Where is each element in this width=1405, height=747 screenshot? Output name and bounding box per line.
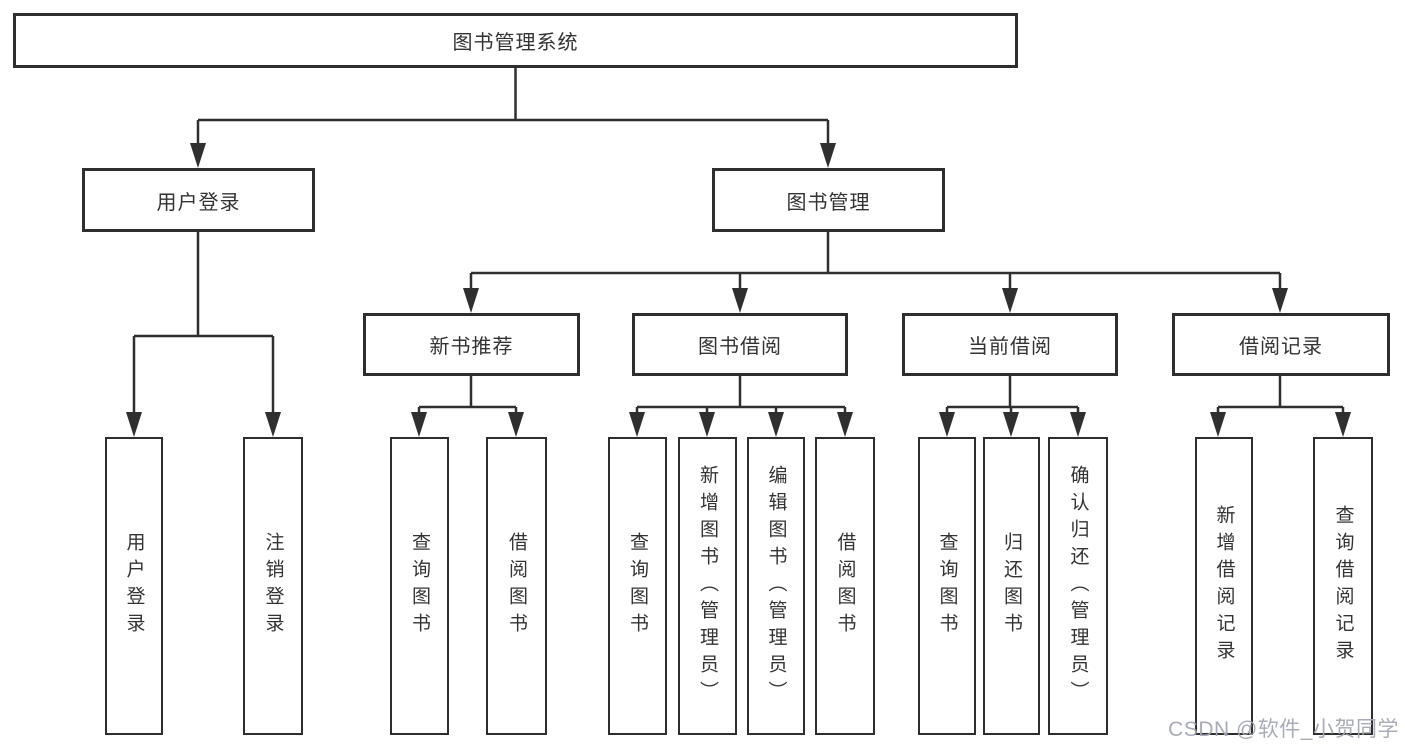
leaf-logout: 注销登录 [243, 437, 303, 735]
node-label: 编辑图书（管理员） [765, 464, 787, 708]
new-book-children-connector [417, 376, 518, 426]
leaf-query-books-current: 查询图书 [918, 437, 976, 735]
leaf-query-books-borrow: 查询图书 [608, 437, 667, 735]
node-label: 新增借阅记录 [1213, 505, 1235, 667]
borrow-records-children-connector [1216, 376, 1345, 426]
node-book-management: 图书管理 [712, 168, 945, 232]
node-label: 图书管理 [786, 191, 871, 214]
leaf-query-borrow-record: 查询借阅记录 [1313, 437, 1373, 735]
node-library-management-system: 图书管理系统 [13, 13, 1018, 68]
current-borrow-children-connector [945, 376, 1080, 426]
leaf-query-books-recommend: 查询图书 [390, 437, 449, 735]
leaf-edit-books-admin: 编辑图书（管理员） [747, 437, 805, 735]
node-label: 查询图书 [936, 532, 958, 640]
leaf-add-books-admin: 新增图书（管理员） [678, 437, 737, 735]
node-label: 注销登录 [262, 532, 284, 640]
leaf-borrow-books: 借阅图书 [815, 437, 875, 735]
node-label: 图书借阅 [698, 336, 782, 358]
node-book-borrowing: 图书借阅 [632, 313, 848, 376]
node-label: 用户登录 [123, 532, 145, 640]
leaf-confirm-return-admin: 确认归还（管理员） [1048, 437, 1108, 735]
node-label: 归还图书 [1001, 532, 1022, 640]
node-label: 查询图书 [627, 532, 648, 640]
node-label: 确认归还（管理员） [1067, 464, 1089, 708]
leaf-borrow-books-recommend: 借阅图书 [486, 437, 547, 735]
node-label: 用户登录 [156, 191, 241, 214]
node-label: 借阅记录 [1239, 336, 1323, 358]
node-label: 图书管理系统 [452, 32, 579, 54]
csdn-watermark: CSDN @软件_小贺同学 [1168, 718, 1399, 741]
node-current-borrowing: 当前借阅 [902, 313, 1118, 376]
user-login-children-connector [132, 232, 275, 424]
leaf-user-login: 用户登录 [105, 437, 163, 735]
node-new-book-recommend: 新书推荐 [363, 313, 580, 376]
node-label: 新增图书（管理员） [697, 464, 718, 708]
node-label: 借阅图书 [506, 532, 527, 640]
node-borrowing-records: 借阅记录 [1172, 313, 1390, 376]
book-management-children-connector [469, 232, 1282, 300]
leaf-add-borrow-record: 新增借阅记录 [1195, 437, 1253, 735]
node-label: 查询图书 [409, 532, 430, 640]
node-user-login: 用户登录 [82, 168, 315, 232]
root-to-level2-connector [196, 68, 830, 155]
leaf-return-books: 归还图书 [983, 437, 1040, 735]
node-label: 借阅图书 [834, 532, 856, 640]
node-label: 当前借阅 [968, 336, 1052, 358]
book-borrow-children-connector [635, 376, 847, 426]
node-label: 新书推荐 [429, 336, 514, 358]
node-label: 查询借阅记录 [1332, 505, 1354, 667]
